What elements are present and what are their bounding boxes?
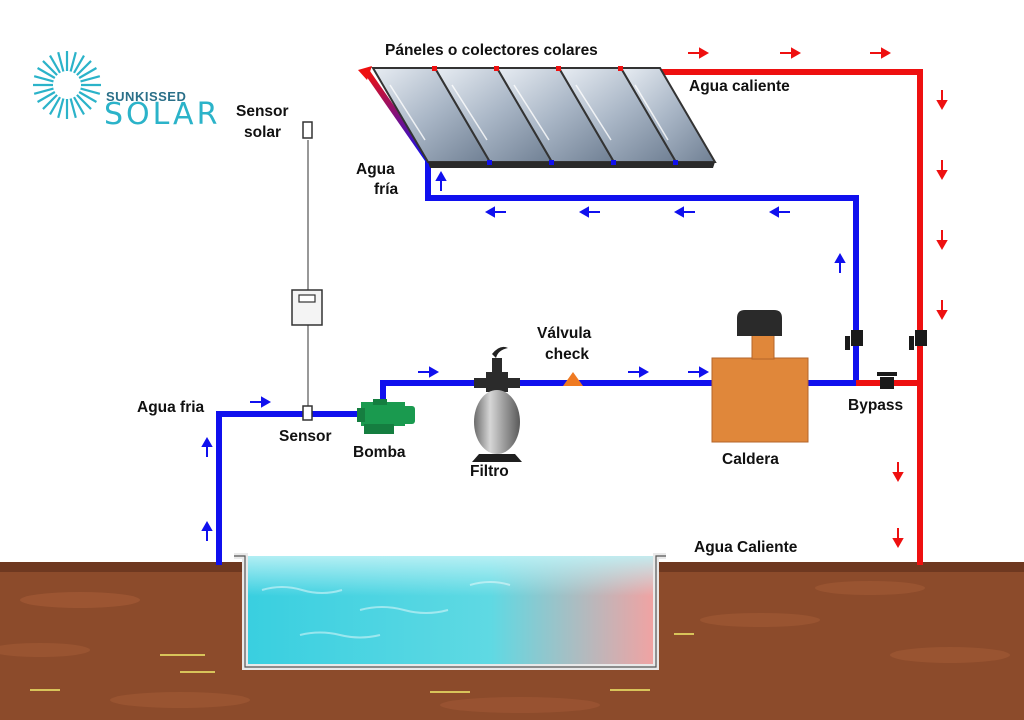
arrow-right-icon [688, 47, 710, 59]
hot-water-top-label: Agua caliente [689, 78, 790, 95]
panels-label: Páneles o colectores colares [385, 42, 598, 59]
check-valve-label-line2: check [545, 346, 589, 363]
pipe-sensor-icon [302, 405, 313, 421]
solar-panels [358, 66, 717, 168]
arrow-down-icon [892, 528, 904, 549]
arrow-right-icon [250, 396, 272, 408]
cold-water-panel-label-line1: Agua [356, 161, 395, 178]
riser-outlet-arrow-icon [358, 66, 372, 80]
arrow-left-icon [578, 206, 600, 218]
cold-water-panel-label-line2: fría [374, 181, 399, 198]
hot-water-bottom-label: Agua Caliente [694, 539, 798, 556]
bypass-valves [845, 330, 927, 389]
arrow-up-icon [435, 170, 447, 191]
sensor-label: Sensor [279, 428, 332, 445]
flow-arrows-cold [201, 170, 846, 541]
arrow-right-icon [628, 366, 650, 378]
heater-label: Caldera [722, 451, 779, 468]
arrow-left-icon [768, 206, 790, 218]
heater-to-solar-pipe [425, 158, 859, 386]
pump-label: Bomba [353, 444, 406, 461]
labels: Páneles o colectores colares Agua calien… [137, 42, 903, 556]
solar-inlet-valve-icon [845, 330, 863, 350]
arrow-up-icon [201, 520, 213, 541]
heater-icon [711, 310, 809, 443]
sun-logo-icon [33, 51, 101, 119]
arrow-down-icon [936, 90, 948, 111]
check-valve-icon [563, 372, 583, 386]
arrow-right-icon [418, 366, 440, 378]
cold-water-left-label: Agua fria [137, 399, 205, 416]
pool [234, 553, 666, 670]
bypass-valve-icon [877, 372, 897, 389]
arrow-right-icon [870, 47, 892, 59]
pump-icon [357, 399, 415, 434]
solar-sensor-assembly [291, 121, 323, 421]
arrow-left-icon [673, 206, 695, 218]
arrow-down-icon [892, 462, 904, 483]
arrow-down-icon [936, 160, 948, 181]
solar-sensor-label-line1: Sensor [236, 103, 289, 120]
arrow-right-icon [780, 47, 802, 59]
bypass-label: Bypass [848, 397, 903, 414]
flow-arrows-hot [688, 47, 948, 549]
brand-name-top: SUNKISSED [106, 89, 186, 104]
arrow-down-icon [936, 300, 948, 321]
brand-name-bottom: SOLAR [104, 97, 220, 132]
hot-return-pipe [660, 69, 923, 565]
arrow-up-icon [834, 252, 846, 273]
solar-return-valve-icon [909, 330, 927, 350]
check-valve-label-line1: Válvula [537, 325, 592, 342]
filter-label: Filtro [470, 463, 509, 480]
arrow-down-icon [936, 230, 948, 251]
controller-icon [291, 289, 323, 326]
brand-logo: SUNKISSED SOLAR [33, 51, 220, 132]
arrow-up-icon [201, 436, 213, 457]
filter-icon [472, 346, 522, 462]
pool-suction-pipe [216, 411, 360, 565]
solar-sensor-label-line2: solar [244, 124, 281, 141]
solar-sensor-icon [302, 121, 313, 139]
arrow-left-icon [484, 206, 506, 218]
arrow-right-icon [688, 366, 710, 378]
